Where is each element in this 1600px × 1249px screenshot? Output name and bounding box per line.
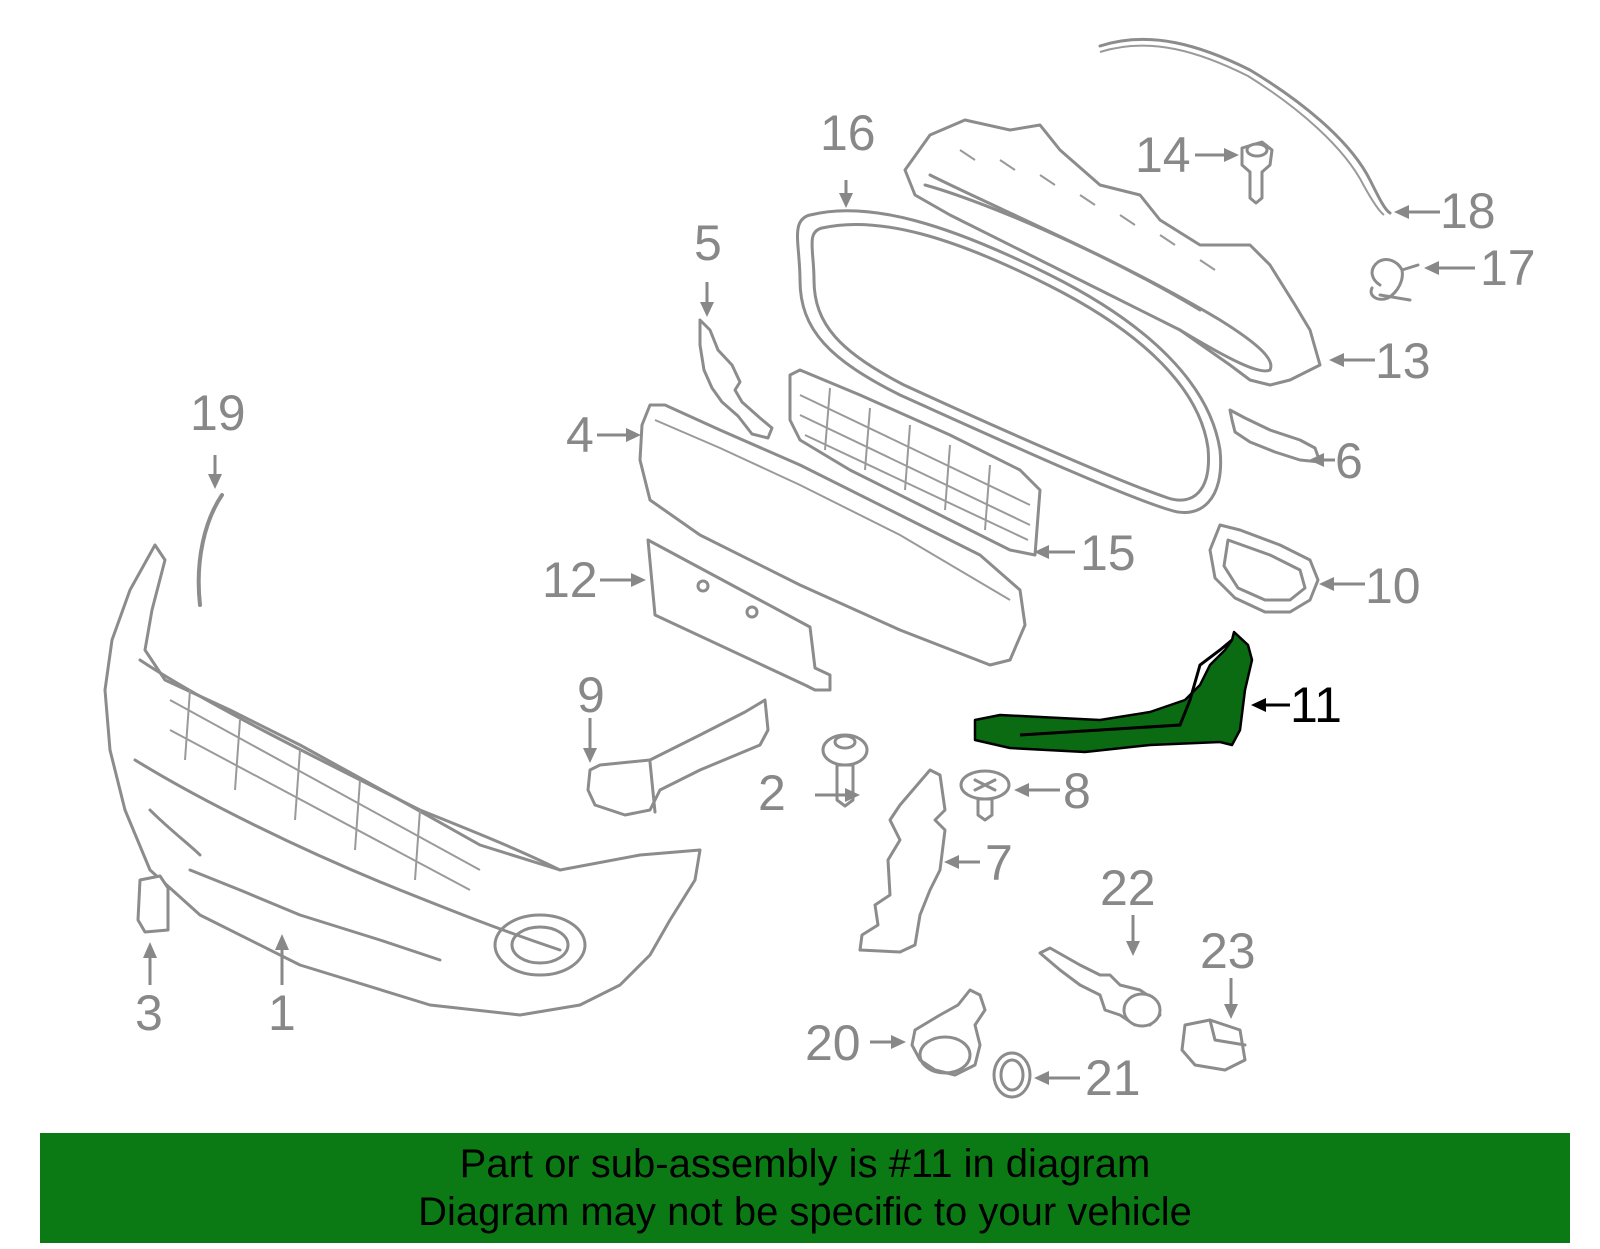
callout-2: 2 bbox=[758, 765, 786, 821]
part-3-plate bbox=[136, 874, 170, 934]
part-16-grille-surround bbox=[796, 209, 1223, 514]
info-banner: Part or sub-assembly is #11 in diagram D… bbox=[40, 1133, 1570, 1243]
callout-22: 22 bbox=[1100, 860, 1156, 916]
part-19-seal-strip bbox=[196, 493, 224, 607]
part-9-air-duct bbox=[586, 698, 770, 817]
part-15-lower-grille bbox=[788, 368, 1042, 557]
part-14-clip bbox=[1240, 140, 1274, 205]
callout-6: 6 bbox=[1335, 433, 1363, 489]
leader-lines bbox=[143, 148, 1475, 1085]
part-10-bezel bbox=[1208, 523, 1320, 614]
callout-4: 4 bbox=[566, 407, 594, 463]
banner-line-2: Diagram may not be specific to your vehi… bbox=[418, 1190, 1192, 1234]
callout-10: 10 bbox=[1365, 558, 1421, 614]
part-8-push-rivet bbox=[959, 769, 1011, 822]
callout-1: 1 bbox=[268, 985, 296, 1041]
callout-13: 13 bbox=[1375, 333, 1431, 389]
part-4-support-bar bbox=[638, 403, 1027, 667]
part-6-bracket bbox=[1228, 408, 1322, 464]
part-22-sensor bbox=[1038, 946, 1162, 1028]
part-5-bracket bbox=[698, 318, 774, 440]
callout-3: 3 bbox=[135, 985, 163, 1041]
part-13-grille-housing bbox=[903, 118, 1322, 387]
callout-23: 23 bbox=[1200, 923, 1256, 979]
part-17-spring-clip bbox=[1369, 258, 1420, 302]
part-20-parking-sensor bbox=[910, 988, 987, 1077]
part-11-deflector bbox=[973, 630, 1254, 754]
part-18-trim-strip bbox=[1098, 37, 1392, 215]
part-23-connector bbox=[1180, 1018, 1247, 1072]
part-7-bracket bbox=[858, 768, 947, 954]
callout-18: 18 bbox=[1440, 183, 1496, 239]
banner-line-1: Part or sub-assembly is #11 in diagram bbox=[459, 1142, 1151, 1186]
callout-11: 11 bbox=[1290, 677, 1342, 733]
part-12-plate-bracket bbox=[646, 538, 832, 692]
callout-5: 5 bbox=[694, 215, 722, 271]
callout-14: 14 bbox=[1135, 127, 1191, 183]
callout-8: 8 bbox=[1063, 763, 1091, 819]
callout-19: 19 bbox=[190, 385, 246, 441]
part-21-ring bbox=[992, 1051, 1032, 1099]
callout-15: 15 bbox=[1080, 525, 1136, 581]
callout-21: 21 bbox=[1085, 1050, 1141, 1106]
part-1-bumper-cover bbox=[103, 543, 702, 1017]
callout-16: 16 bbox=[820, 105, 876, 161]
callout-9: 9 bbox=[577, 667, 605, 723]
callout-20: 20 bbox=[805, 1015, 861, 1071]
callout-17: 17 bbox=[1480, 240, 1536, 296]
callout-7: 7 bbox=[985, 835, 1013, 891]
callout-12: 12 bbox=[542, 552, 598, 608]
callout-labels: 1 2 3 4 5 6 7 8 9 10 11 12 13 14 15 16 1… bbox=[135, 105, 1536, 1106]
